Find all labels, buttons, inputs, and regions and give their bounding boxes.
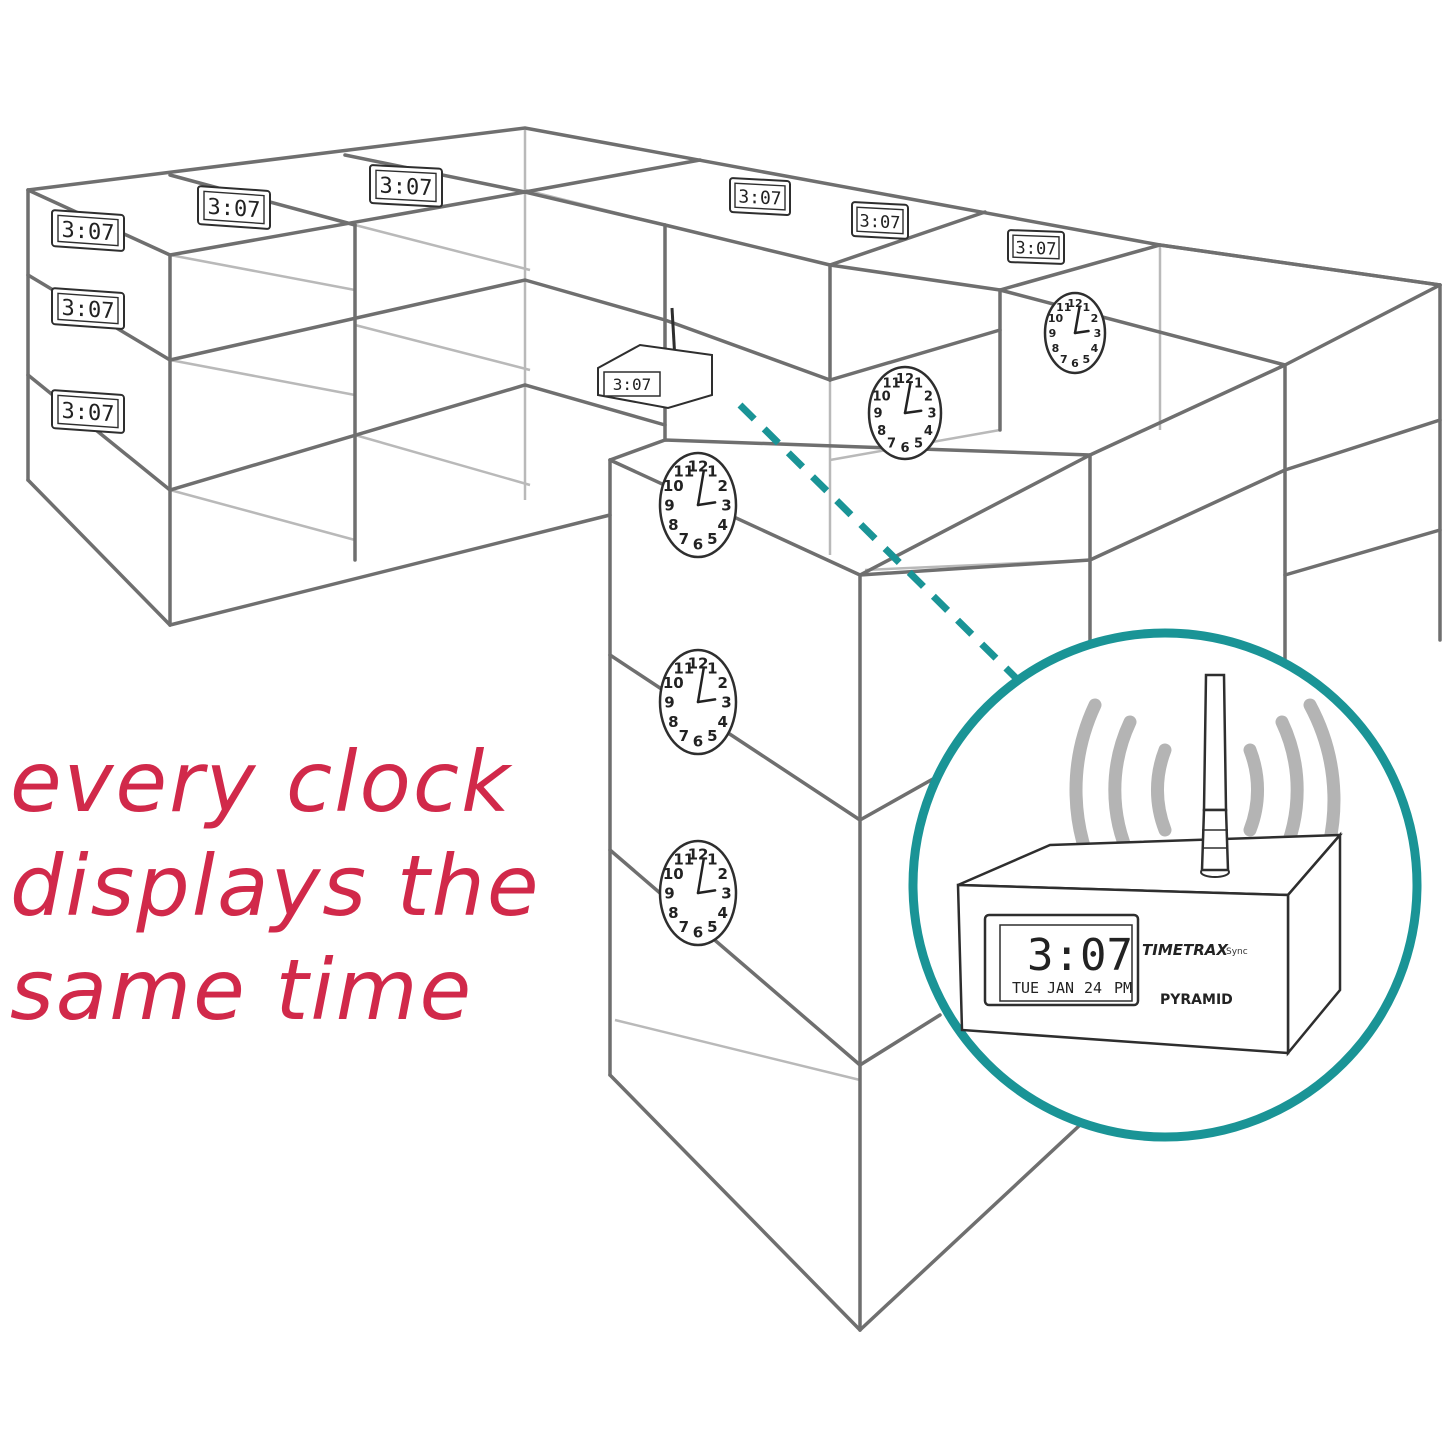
digital-clock: 3:07 (51, 389, 125, 434)
brand-suffix: Sync (1226, 947, 1248, 957)
clock-numeral: 6 (1071, 357, 1079, 370)
clock-numeral: 11 (882, 377, 900, 392)
clock-numeral: 8 (877, 424, 886, 439)
clock-numeral: 10 (663, 674, 684, 692)
clock-numeral: 3 (721, 884, 731, 902)
tagline-line-1: every clock (10, 733, 512, 831)
digital-clock: 3:07 (51, 209, 125, 252)
clock-numeral: 9 (664, 884, 674, 902)
svg-text:3:07: 3:07 (208, 195, 261, 224)
clock-numeral: 1 (707, 463, 717, 481)
svg-text:3:07: 3:07 (613, 375, 652, 394)
clock-numeral: 3 (721, 496, 731, 514)
clock-numeral: 5 (707, 530, 717, 548)
clock-numeral: 6 (693, 732, 703, 750)
lcd-date: 24 (1084, 979, 1102, 997)
brand-logo: TIMETRAX (1142, 941, 1229, 959)
clock-numeral: 4 (1091, 342, 1099, 355)
clock-numeral: 5 (707, 727, 717, 745)
clock-numeral: 7 (679, 530, 689, 548)
clock-numeral: 11 (673, 463, 694, 481)
digital-clock: 3:07 (197, 185, 271, 230)
digital-clocks: 3:07 3:07 3:07 3:07 3:07 3:07 (51, 164, 1065, 434)
tagline-line-2: displays the (10, 837, 541, 935)
clock-numeral: 8 (668, 713, 678, 731)
clock-numeral: 1 (707, 660, 717, 678)
clock-numeral: 9 (1049, 327, 1057, 340)
clock-numeral: 10 (1048, 312, 1064, 325)
clock-numeral: 4 (717, 904, 727, 922)
clock-numeral: 4 (924, 424, 933, 439)
clock-numeral: 4 (717, 713, 727, 731)
digital-clock: 3:07 (1007, 229, 1065, 265)
clock-numeral: 10 (663, 865, 684, 883)
clock-numeral: 2 (717, 865, 727, 883)
clock-numeral: 9 (664, 496, 674, 514)
clock-numeral: 7 (679, 918, 689, 936)
clock-numeral: 5 (707, 918, 717, 936)
clock-numeral: 1 (914, 377, 923, 392)
clock-numeral: 5 (914, 436, 923, 451)
tagline: every clock displays the same time (10, 730, 610, 1042)
clock-numeral: 2 (717, 674, 727, 692)
clock-numeral: 3 (927, 407, 936, 422)
clock-numeral: 5 (1082, 353, 1090, 366)
clock-numeral: 7 (887, 436, 896, 451)
clock-numeral: 8 (668, 516, 678, 534)
sync-base-device: 3:07 TUE JAN 24 PM TIMETRAX Sync PYRAMID (956, 673, 1343, 1057)
clock-numeral: 11 (673, 851, 694, 869)
digital-clock: 3:07 (51, 287, 125, 330)
svg-text:3:07: 3:07 (62, 399, 115, 428)
clock-numeral: 2 (1091, 312, 1099, 325)
clock-numeral: 9 (664, 693, 674, 711)
clock-numeral: 10 (663, 477, 684, 495)
tagline-line-3: same time (10, 941, 474, 1039)
lcd-month: JAN (1047, 979, 1074, 997)
lcd-meridiem: PM (1114, 979, 1132, 997)
clock-numeral: 1 (1082, 301, 1090, 314)
clock-numeral: 11 (1056, 301, 1071, 314)
svg-text:3:07: 3:07 (380, 174, 433, 202)
clock-numeral: 3 (1094, 327, 1102, 340)
clock-numeral: 8 (1052, 342, 1060, 355)
clock-numeral: 9 (873, 407, 882, 422)
clock-numeral: 2 (924, 389, 933, 404)
clock-numeral: 6 (693, 923, 703, 941)
lcd-day: TUE (1012, 979, 1039, 997)
clock-numeral: 11 (673, 660, 694, 678)
svg-text:3:07: 3:07 (1016, 238, 1057, 259)
svg-text:3:07: 3:07 (738, 186, 781, 209)
clock-numeral: 7 (679, 727, 689, 745)
digital-clock: 3:07 (369, 164, 443, 208)
clock-numeral: 6 (900, 441, 909, 456)
svg-text:3:07: 3:07 (62, 296, 115, 325)
zoom-callout: 3:07 TUE JAN 24 PM TIMETRAX Sync PYRAMID (908, 628, 1422, 1142)
clock-numeral: 3 (721, 693, 731, 711)
digital-clock: 3:07 (851, 201, 909, 240)
clock-numeral: 10 (873, 389, 891, 404)
maker-logo: PYRAMID (1160, 992, 1233, 1008)
link-line (737, 402, 1021, 683)
digital-clock: 3:07 (729, 177, 791, 216)
clock-numeral: 7 (1060, 353, 1068, 366)
lcd-time: 3:07 (1027, 930, 1133, 981)
clock-numeral: 2 (717, 477, 727, 495)
small-sync-device: 3:07 (597, 307, 713, 410)
svg-text:3:07: 3:07 (62, 218, 115, 247)
clock-numeral: 8 (668, 904, 678, 922)
svg-text:3:07: 3:07 (860, 211, 901, 233)
clock-numeral: 6 (693, 535, 703, 553)
clock-numeral: 1 (707, 851, 717, 869)
clock-numeral: 4 (717, 516, 727, 534)
